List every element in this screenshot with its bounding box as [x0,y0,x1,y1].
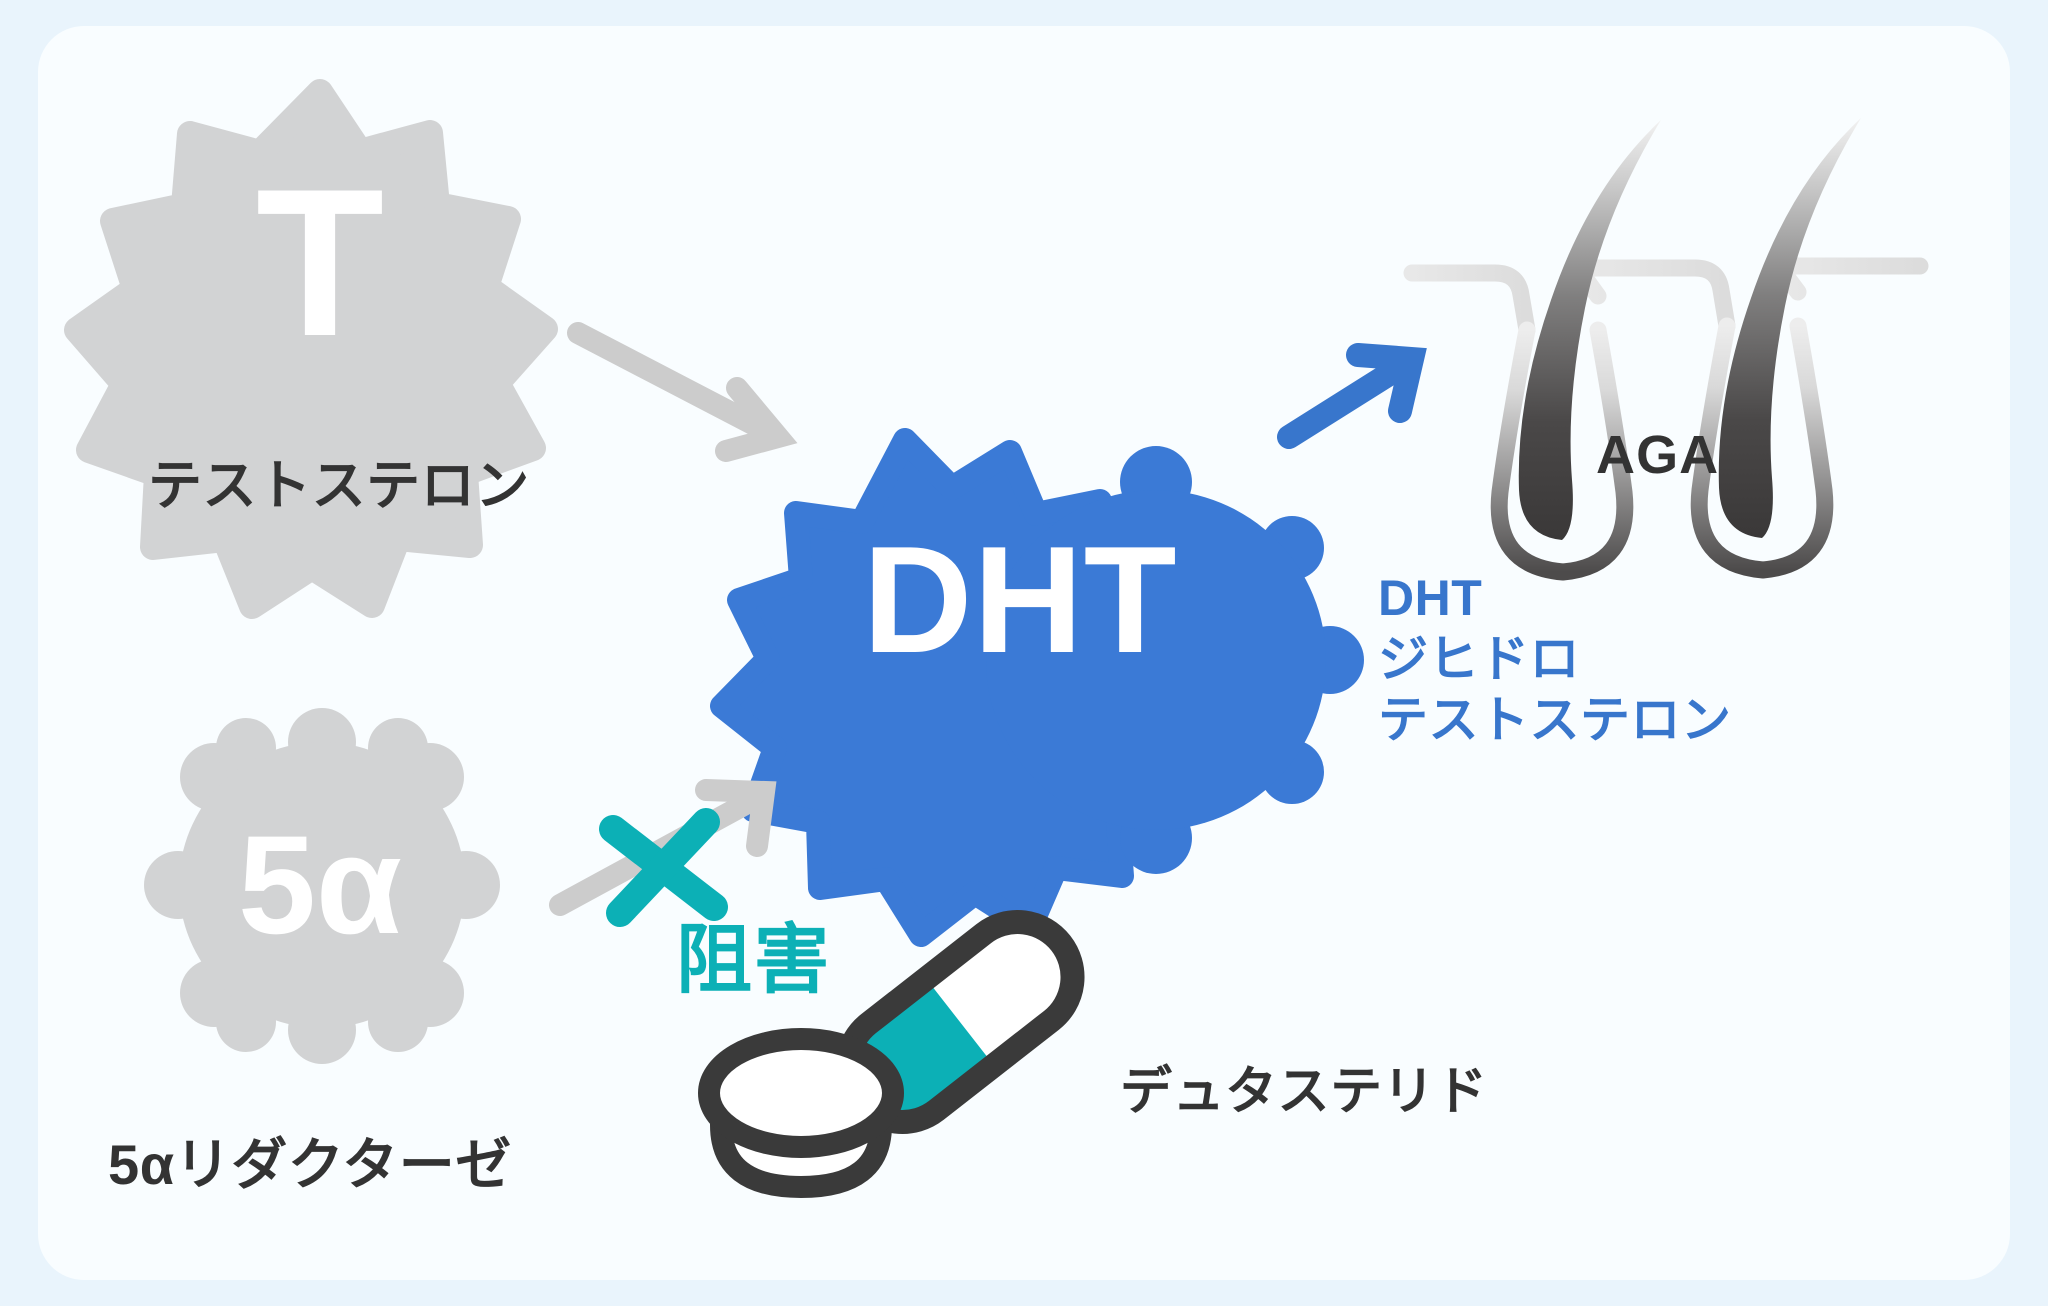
dht-label-line-3: テストステロン [1378,692,1732,748]
aga-label: AGA [1596,425,1720,485]
hair-follicle-icon [1403,118,1929,581]
inhibition-label: 阻害 [676,918,832,1003]
dht-label-block: DHT ジヒドロ テストステロン [1378,568,1732,751]
arrow-dht-to-aga-icon [1277,343,1427,449]
testosterone-label: テストステロン [148,456,530,516]
reductase-label: 5αリダクターゼ [108,1133,512,1196]
dht-label-line-2: ジヒドロ [1378,631,1580,687]
hair-shaft [1518,120,1661,540]
dht-molecule-icon [710,428,1364,947]
tablet-pill-icon [698,1028,904,1198]
testosterone-molecule-icon [64,79,558,619]
reductase-molecule-icon [144,708,500,1064]
hair-shaft [1718,118,1861,538]
follicle-outline [1490,321,1634,581]
dutasteride-label: デュタステリド [1120,1063,1488,1121]
dht-label-line-1: DHT [1378,570,1483,626]
follicle-outline [1690,317,1834,579]
arrow-testosterone-to-dht-icon [567,322,798,462]
inhibition-x-icon [599,808,728,927]
